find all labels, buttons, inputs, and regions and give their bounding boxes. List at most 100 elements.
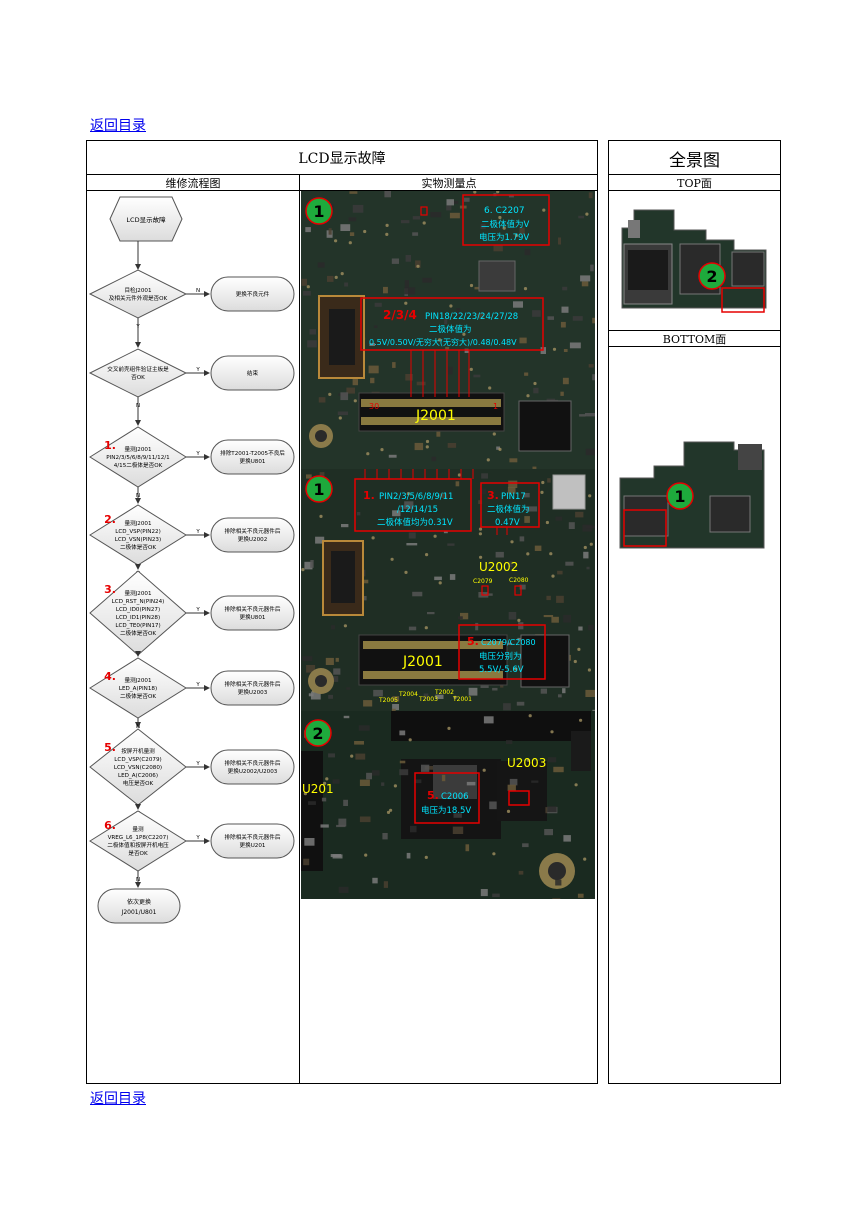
photo2-voltage-line-3: 5.5V/-5.6V — [479, 665, 524, 675]
photo1-pin30-label: 30 — [369, 402, 379, 411]
branch-label: Y — [195, 835, 200, 841]
decision-line: LCD_VSP(C2079) — [114, 757, 161, 763]
branch-label: Y — [195, 682, 200, 688]
photo1-pins-line-2: 二极体值为 — [429, 324, 472, 335]
photo1-c2207-line-2: 电压为1.79V — [479, 232, 529, 243]
end-node-line-1: 依次更换 — [127, 898, 151, 906]
action-box — [210, 670, 295, 706]
branch-label: Y — [195, 529, 200, 535]
branch-label: Y — [195, 367, 200, 373]
action-line: 结束 — [247, 369, 259, 377]
decision-line: 电压是否OK — [123, 779, 154, 787]
overview-table — [608, 140, 781, 1084]
action-line: 排除相关不良元器件后 — [225, 605, 281, 613]
photo2-right-line-2: 二极体值为 — [487, 504, 530, 515]
start-node-label: LCD显示故障 — [126, 215, 166, 224]
action-line: 更换U801 — [240, 457, 266, 465]
photo3-badge-label: 2 — [312, 724, 323, 743]
photo2-voltage-number: 5. — [467, 635, 479, 648]
action-box — [210, 355, 295, 391]
photo1-c2207-label: 6. C2207 — [484, 206, 525, 216]
back-to-toc-link-top[interactable]: 返回目录 — [90, 118, 146, 134]
decision-line: 是否OK — [128, 850, 148, 857]
decision-line: 交叉前壳组件验证主板是 — [107, 365, 169, 373]
overview-bottom-badge — [666, 482, 694, 510]
photo2-voltage-line-1: C2079/C2080 — [481, 638, 536, 647]
action-line: 排除相关不良元器件后 — [225, 527, 281, 535]
decision-line: 及相关元件外观是否OK — [109, 294, 168, 302]
main-table — [86, 140, 598, 1084]
action-line: 更换不良元件 — [236, 290, 270, 298]
action-box — [210, 276, 295, 312]
action-box — [210, 823, 295, 859]
decision-line: LED_A(PIN18) — [119, 686, 157, 692]
flow-step-3: 量测J2001PIN2/3/5/6/8/9/11/12/14/15二极体是否OK… — [89, 426, 295, 504]
branch-label: Y — [195, 607, 200, 613]
decision-line: 目检J2001 — [124, 286, 152, 294]
action-box — [210, 749, 295, 785]
photo2-left-line-3: 二极体值均为0.31V — [377, 517, 453, 528]
branch-label: Y — [135, 324, 140, 330]
decision-line: 二极体是否OK — [120, 692, 156, 700]
photo1-pin1-label: 1 — [493, 402, 498, 411]
branch-label: Y — [195, 761, 200, 767]
photo3-number: 5. — [427, 789, 439, 802]
pcb-photo-u2002-area: 1 1. PIN2/3/5/6/8/9/11 /12/14/15 二极体值均为0… — [301, 469, 595, 711]
photo2-t2004-label: T2004 — [398, 691, 418, 698]
photo2-left-number: 1. — [363, 489, 375, 502]
overview-top-board: 2 — [614, 200, 776, 320]
action-box — [210, 439, 295, 475]
overview-top-badge-label: 2 — [706, 267, 717, 286]
back-to-toc-link-bottom[interactable]: 返回目录 — [90, 1091, 146, 1107]
photo2-connector-label: J2001 — [402, 654, 443, 670]
step-number: 5. — [104, 741, 116, 754]
step-number: 1. — [104, 439, 116, 452]
step-number: 3. — [104, 583, 116, 596]
branch-label: N — [136, 493, 140, 499]
decision-line: 量测J2001 — [124, 519, 152, 527]
photo1-badge-label: 1 — [313, 202, 324, 221]
decision-line: 按屏开机量测 — [121, 747, 155, 755]
action-line: 排除相关不良元器件后 — [225, 759, 281, 767]
photo1-pins-line-1: PIN18/22/23/24/27/28 — [425, 312, 518, 322]
action-line: 排除T2001-T2005不良后 — [220, 449, 285, 457]
branch-label: Y — [195, 451, 200, 457]
photo1-c2207-line-1: 二极体值为V — [481, 219, 530, 230]
photo2-u2002-label: U2002 — [479, 560, 518, 574]
decision-line: LED_A(C2006) — [118, 773, 158, 779]
action-line: 更换U2003 — [238, 688, 268, 696]
branch-label: N — [136, 877, 140, 883]
decision-line: LCD_VSN(C2080) — [114, 765, 162, 771]
photo1-connector-label: J2001 — [415, 408, 456, 424]
photo3-line-1: C2006 — [441, 792, 469, 802]
pcb-photo-j2001-connector: 1 6. C2207 二极体值为V 电压为1.79V 2/3/4 PIN18/2… — [301, 191, 595, 469]
flow-step-7: 按屏开机量测 LCD_VSP(C2079) LCD_VSN(C2080) LED_A(… — [89, 728, 295, 817]
decision-line: LCD_ID0(PIN27) — [116, 607, 160, 613]
action-line: 更换U801 — [240, 613, 266, 621]
decision-line: LCD_TE0(PIN17) — [115, 623, 160, 629]
overview-bottom-board: 1 — [614, 436, 776, 554]
decision-line: 二极体是否OK — [120, 629, 156, 637]
decision-line: 二极体是否OK — [120, 543, 156, 551]
step-number: 4. — [104, 670, 116, 683]
step-number: 2. — [104, 513, 116, 526]
action-line: 排除相关不良元器件后 — [225, 833, 281, 841]
action-box — [210, 595, 295, 631]
flow-step-6: 量测J2001LED_A(PIN18)二极体是否OK4.排除相关不良元器件后更换… — [89, 657, 295, 730]
decision-line: LCD_VSP(PIN22) — [115, 529, 161, 535]
action-line: 更换U2002/U2003 — [228, 767, 278, 775]
branch-label: N — [136, 724, 140, 730]
end-node-line-2: J2001/U801 — [121, 909, 157, 916]
decision-line: 4/15二极体是否OK — [114, 461, 163, 469]
step-number: 6. — [104, 819, 116, 832]
decision-line: 量测J2001 — [124, 676, 152, 684]
measure-column-header: 实物测量点 — [421, 176, 477, 190]
decision-line: LCD_RST_N(PIN24) — [112, 599, 165, 605]
pcb-photo-u2003-area: 2 U2003 U201 5. C2006 电压为18.5V — [301, 711, 595, 899]
decision-line: 否OK — [131, 374, 145, 381]
decision-line: 量测J2001 — [124, 589, 152, 597]
photo2-badge-label: 1 — [313, 480, 324, 499]
overview-title: 全景图 — [669, 150, 720, 171]
bottom-side-label: BOTTOM面 — [662, 332, 727, 346]
